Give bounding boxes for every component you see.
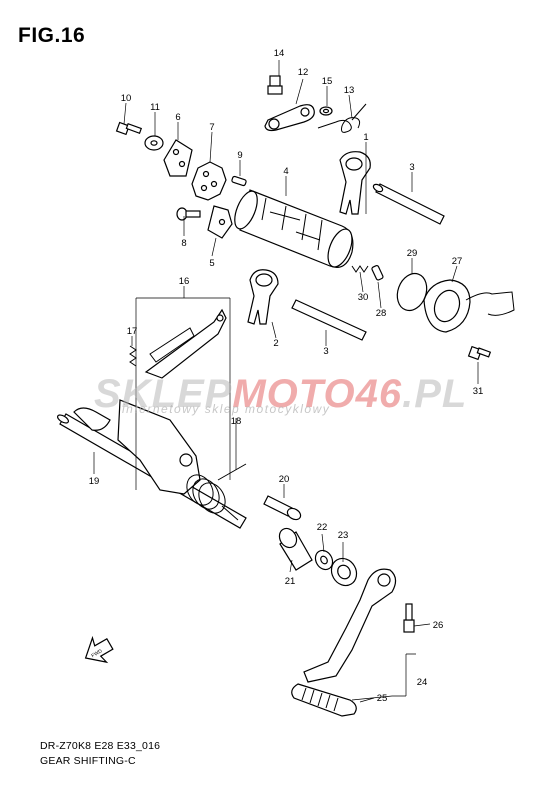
callout-16: 16	[179, 276, 190, 287]
part-12-stopper-plate	[264, 104, 315, 132]
callout-14: 14	[274, 48, 285, 59]
part-26-bolt	[403, 603, 415, 633]
part-3-fork-shaft-bottom	[291, 299, 367, 341]
part-15-washer	[319, 106, 333, 116]
callout-3-bottom: 3	[323, 346, 328, 357]
part-6-cam-plate	[163, 139, 193, 177]
part-24-gear-shift-lever	[303, 568, 397, 683]
part-20-pin	[263, 495, 302, 521]
callout-6: 6	[175, 112, 180, 123]
part-28-pin	[371, 265, 384, 281]
callout-31: 31	[473, 386, 484, 397]
part-1-shift-fork	[339, 151, 371, 215]
callout-10: 10	[121, 93, 132, 104]
part-11-washer	[144, 135, 164, 151]
part-22-washer	[314, 549, 334, 571]
part-7-gear-shift-cam	[191, 161, 227, 201]
callout-4: 4	[283, 166, 288, 177]
part-21-bushing	[278, 527, 313, 571]
callout-labels: 14 12 15 13 10 11 6 7 1 9 3 4 8 5 29 27 …	[89, 48, 484, 704]
watermark-moto46: MOTO46	[232, 372, 403, 416]
callout-15: 15	[322, 76, 333, 87]
callout-26: 26	[433, 620, 444, 631]
part-23-oil-seal	[330, 557, 358, 587]
callout-7: 7	[209, 122, 214, 133]
callout-24: 24	[417, 677, 428, 688]
figure-caption: GEAR SHIFTING-C	[40, 755, 136, 767]
leader-lines	[93, 60, 479, 703]
watermark-sklep: SKLEP	[94, 372, 233, 416]
callout-3-top: 3	[409, 162, 414, 173]
part-19-shift-shaft	[56, 399, 247, 529]
callout-9: 9	[237, 150, 242, 161]
watermark-logo: SKLEPMOTO46.PL	[94, 372, 467, 417]
callout-2: 2	[273, 338, 278, 349]
callout-17: 17	[127, 326, 138, 337]
callout-28: 28	[376, 308, 387, 319]
part-9-pin	[231, 175, 247, 187]
part-18-return-spring	[186, 463, 247, 521]
part-16-shift-arm	[144, 308, 227, 379]
callout-30: 30	[358, 292, 369, 303]
part-31-bolt	[467, 345, 492, 361]
part-30-spring	[351, 265, 369, 273]
part-13-spring	[317, 103, 367, 133]
callout-19: 19	[89, 476, 100, 487]
svg-text:FWD: FWD	[91, 648, 104, 659]
part-10-bolt	[115, 121, 143, 136]
callout-13: 13	[344, 85, 355, 96]
part-8-screw	[176, 207, 201, 221]
callout-20: 20	[279, 474, 290, 485]
part-25-lever-rubber	[291, 683, 357, 717]
watermark-subtitle: internetowy sklep motocyklowy	[122, 402, 331, 416]
part-14-bolt	[267, 75, 283, 95]
callout-12: 12	[298, 67, 309, 78]
fwd-arrow-icon: FWD	[84, 635, 114, 664]
part-17-spring	[129, 345, 137, 367]
callout-5: 5	[209, 258, 214, 269]
part-5-stopper	[207, 205, 233, 239]
callout-23: 23	[338, 530, 349, 541]
callout-29: 29	[407, 248, 418, 259]
model-code: DR-Z70K8 E28 E33_016	[40, 740, 161, 752]
callout-8: 8	[181, 238, 186, 249]
watermark-pl: .PL	[402, 372, 468, 416]
figure-title: FIG.16	[18, 24, 86, 47]
callout-27: 27	[452, 256, 463, 267]
part-4-gear-shift-drum	[234, 189, 354, 268]
callout-25: 25	[377, 693, 388, 704]
part-27-gear-position-switch	[423, 279, 515, 333]
callout-21: 21	[285, 576, 296, 587]
callout-1: 1	[363, 132, 368, 143]
callout-11: 11	[150, 102, 160, 113]
part-2-shift-fork	[247, 269, 279, 325]
callout-22: 22	[317, 522, 328, 533]
part-3-fork-shaft-top	[372, 183, 445, 225]
callout-18: 18	[231, 416, 242, 427]
